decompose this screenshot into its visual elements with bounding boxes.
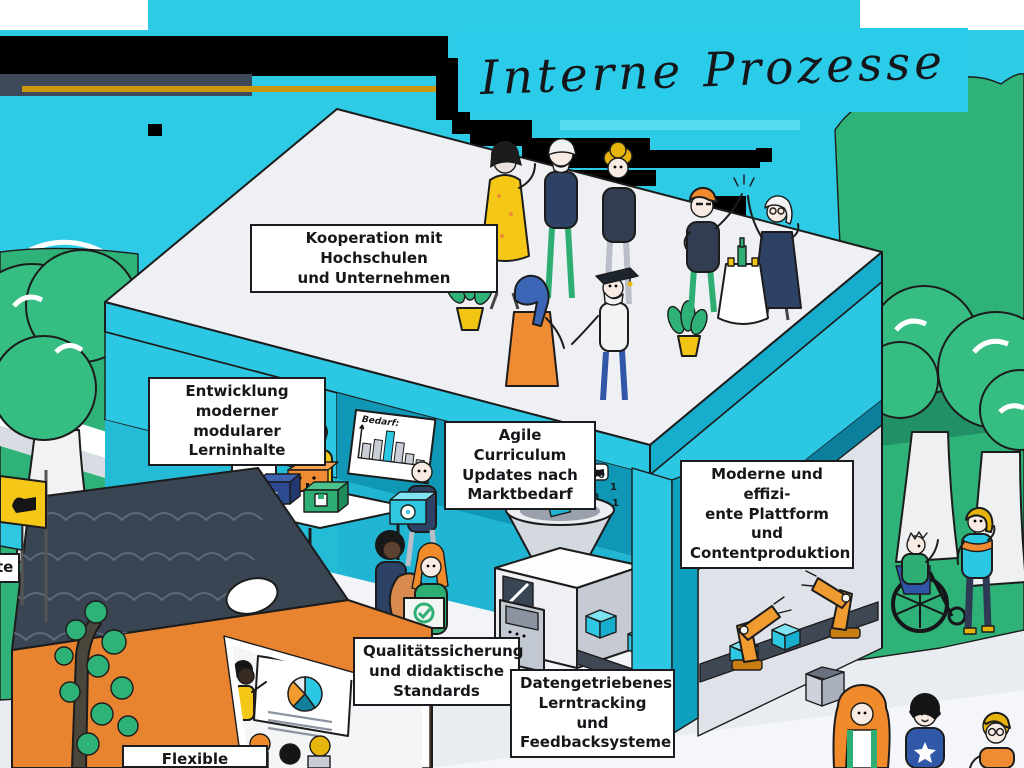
page-title: Interne Prozesse	[479, 34, 947, 106]
save-box-icon	[303, 481, 349, 513]
label-agile: Agile Curriculum Updates nach Marktbedar…	[444, 421, 596, 511]
person-hijab	[505, 274, 565, 387]
svg-text:1: 1	[612, 498, 619, 509]
content-box	[771, 623, 801, 651]
label-kooperation: Kooperation mit Hochschulen und Unterneh…	[250, 224, 498, 294]
person-orange-hair	[832, 683, 891, 768]
output-bin	[805, 666, 845, 707]
mortarboard-icon	[595, 267, 639, 287]
person-bald-carrier	[389, 461, 439, 567]
person-standing-scarf	[956, 506, 996, 635]
star-icon	[914, 742, 936, 763]
bedarf-bar-chart	[360, 430, 425, 467]
bottom-right-group	[832, 683, 1015, 768]
pie-chart	[287, 676, 323, 712]
person-graduate	[571, 267, 639, 401]
robot-arm	[801, 570, 861, 639]
person-highfive-right	[733, 174, 802, 321]
thumbs-up-icon	[12, 497, 36, 513]
person-star-sweater	[905, 693, 945, 768]
bedarf-title: Bedarf:	[361, 415, 399, 429]
person-glasses-orange	[969, 711, 1015, 768]
svg-text:0: 0	[598, 470, 605, 481]
label-partial-left: te	[0, 553, 20, 583]
flags	[0, 470, 48, 622]
content-box	[585, 609, 617, 639]
label-daten: Datengetriebenes Lerntracking und Feedba…	[510, 669, 675, 759]
title-box: Interne Prozesse	[458, 28, 968, 112]
person-navy-green	[544, 138, 578, 299]
person-highfive-left	[683, 186, 743, 313]
celebration-table	[717, 237, 769, 325]
roof-window	[225, 577, 279, 615]
whiteboard-bedarf: Bedarf:	[347, 409, 437, 485]
label-flexible: Flexible	[122, 745, 268, 768]
label-plattform: Moderne und effizi- ente Plattform und C…	[680, 460, 854, 569]
wheelchair-pair	[891, 531, 967, 633]
tree-front	[54, 600, 139, 768]
disc-box-icon	[389, 491, 437, 525]
house-window	[223, 635, 431, 768]
label-qualitaet: Qualitätssicherung und didaktische Stand…	[353, 637, 524, 707]
label-entwicklung: Entwicklung moderner modularer Lerninhal…	[148, 377, 326, 467]
svg-text:1: 1	[610, 482, 617, 493]
robot-arm	[731, 596, 792, 671]
